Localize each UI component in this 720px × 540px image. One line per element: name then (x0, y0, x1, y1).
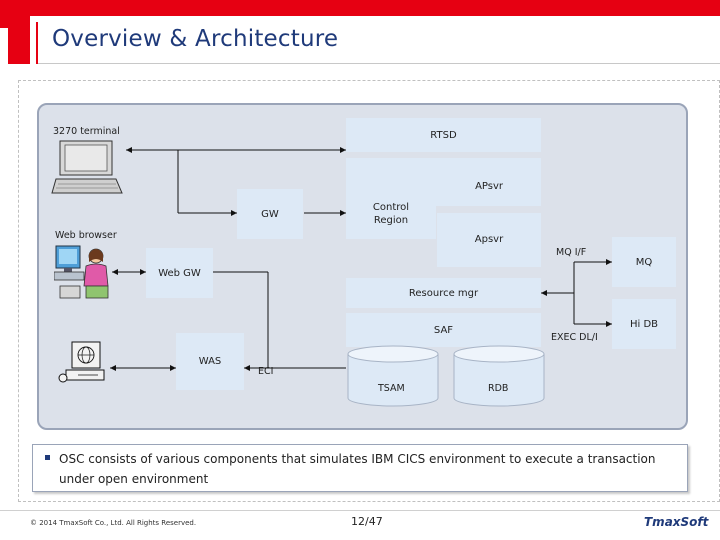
saf-box: SAF (346, 313, 541, 347)
was-box: WAS (176, 333, 244, 390)
tmaxsoft-logo: TmaxSoft (644, 515, 709, 529)
rtsd-box: RTSD (346, 118, 541, 152)
hidb-box: Hi DB (612, 299, 676, 349)
control-region-box: Control Region (346, 189, 436, 239)
page-title: Overview & Architecture (52, 26, 339, 52)
title-divider (38, 63, 720, 64)
database-cylinders (347, 345, 545, 407)
terminal-label: 3270 terminal (53, 126, 120, 137)
page-number: 12/47 (351, 515, 383, 528)
web-gw-box: Web GW (146, 248, 213, 298)
user-at-computer-icon (54, 245, 109, 299)
mq-if-label: MQ I/F (556, 247, 587, 258)
tsam-label: TSAM (378, 383, 405, 394)
terminal-icon (51, 140, 123, 194)
web-browser-label: Web browser (55, 230, 117, 241)
resource-mgr-box: Resource mgr (346, 278, 541, 308)
footer-divider (0, 510, 720, 511)
copyright-text: © 2014 TmaxSoft Co., Ltd. All Rights Res… (30, 519, 197, 527)
apsvr-box: Apsvr (437, 213, 541, 267)
summary-box (32, 444, 688, 492)
gw-box: GW (237, 189, 303, 239)
eci-label: ECI (258, 366, 274, 377)
mq-box: MQ (612, 237, 676, 287)
summary-text: OSC consists of various components that … (59, 452, 656, 486)
exec-dli-label: EXEC DL/I (551, 332, 598, 343)
tmax-logo-band (0, 0, 720, 64)
rdb-label: RDB (488, 383, 509, 394)
bullet-icon (45, 455, 50, 460)
pc-globe-icon (58, 341, 105, 383)
